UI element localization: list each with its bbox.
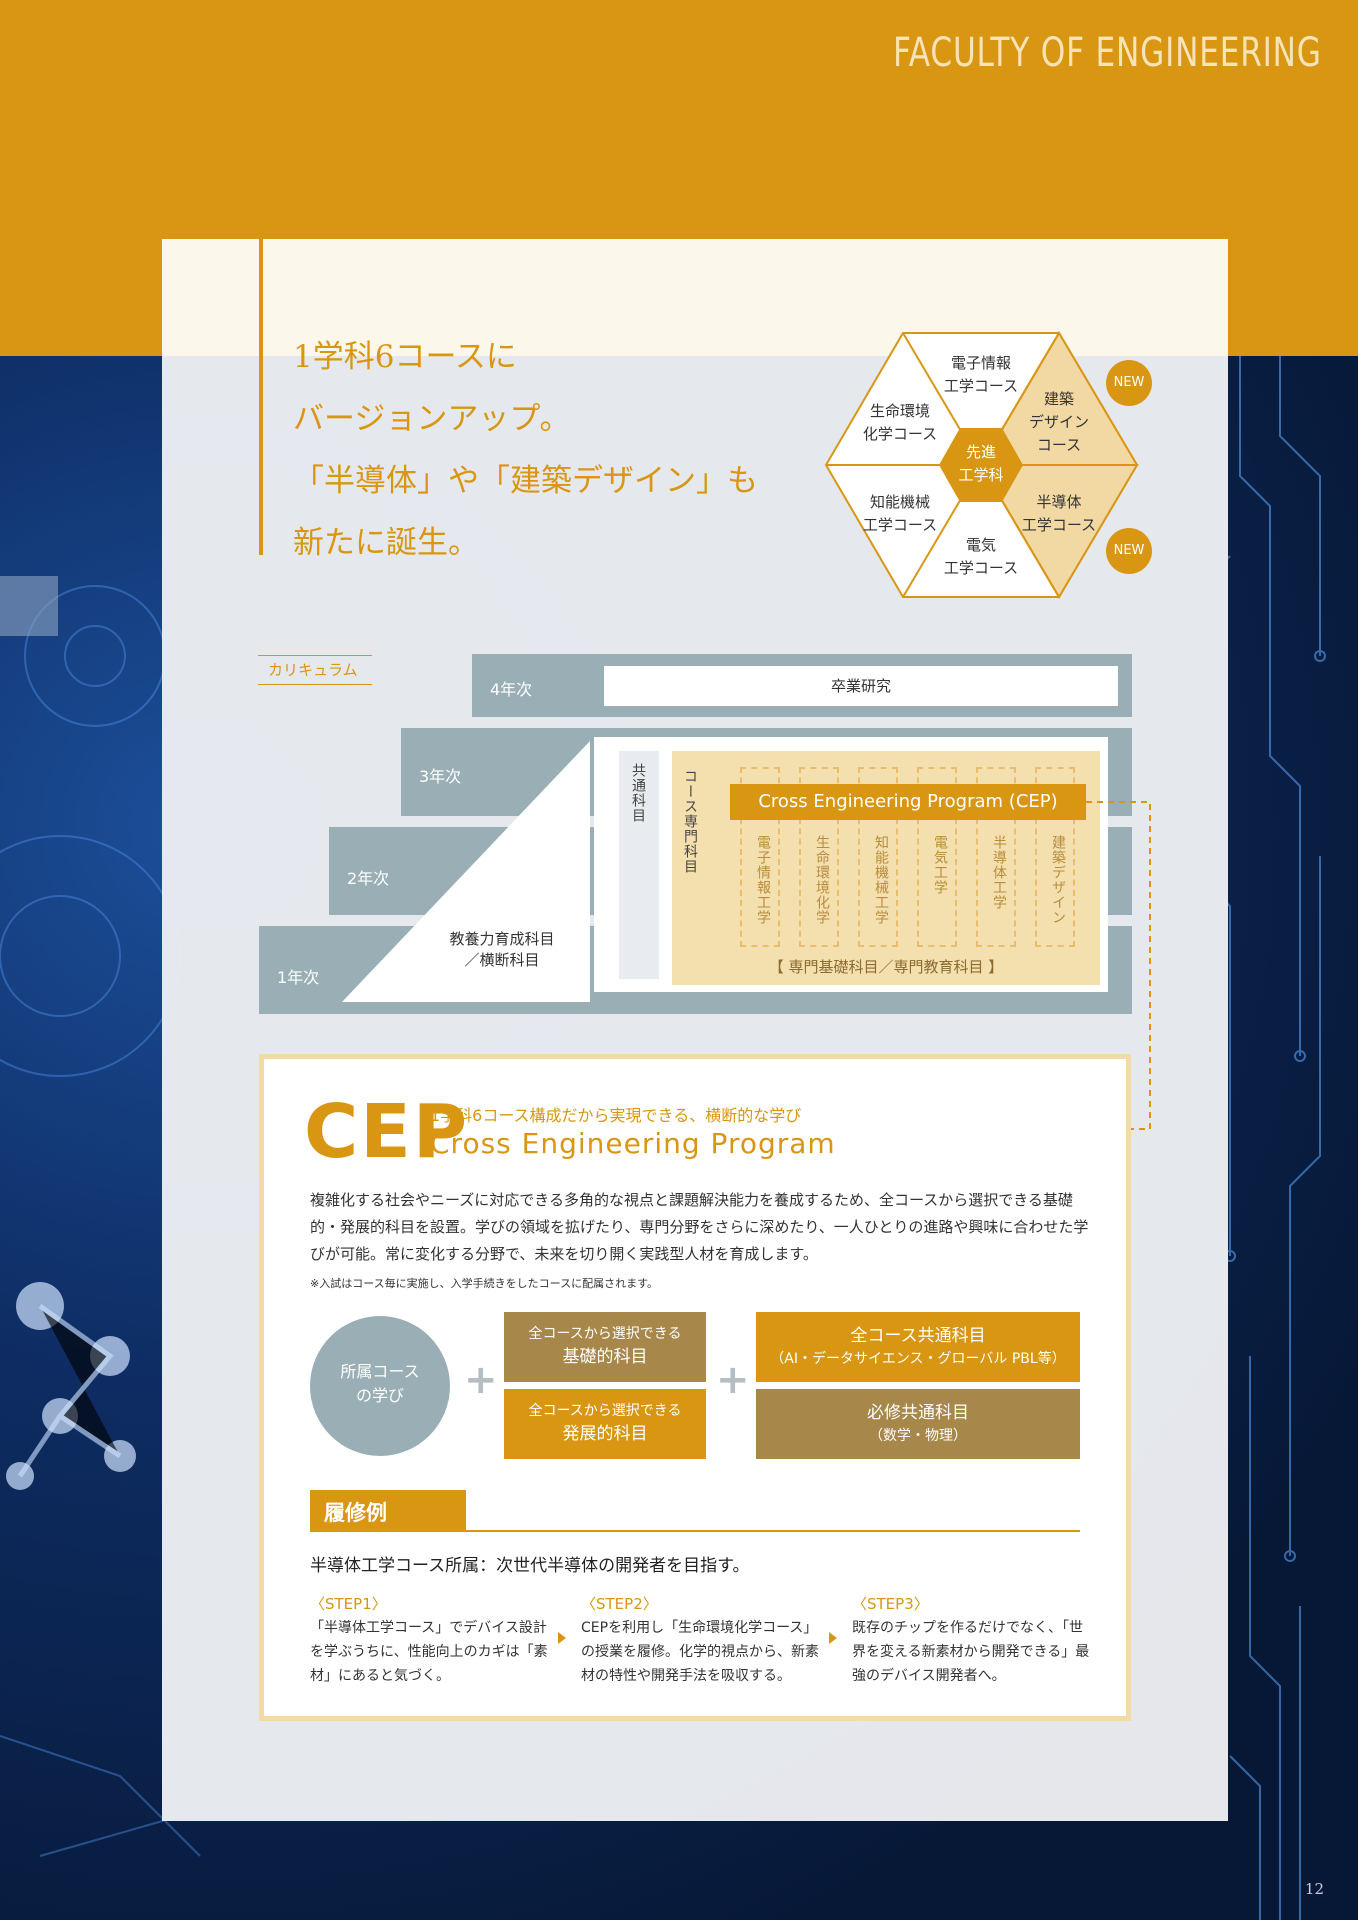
cep-subtitle-english: Cross Engineering Program — [430, 1127, 836, 1160]
hex-course-electrical: 電気工学コース — [943, 536, 1019, 577]
headline-line: 「半導体」や「建築デザイン」も — [293, 463, 758, 499]
required-subjects-box: 必修共通科目（数学・物理） — [756, 1389, 1080, 1459]
cep-description: 複雑化する社会やニーズに対応できる多角的な視点と課題解決能力を養成するため、全コ… — [310, 1191, 1089, 1263]
new-badge-semiconductor: NEW — [1106, 528, 1152, 574]
year-1-label: 1年次 — [277, 968, 320, 987]
step3-text: 既存のチップを作るだけでなく、「世界を変える新素材から開発できる」最強のデバイス… — [852, 1620, 1090, 1684]
faculty-title: FACULTY OF ENGINEERING — [893, 30, 1322, 76]
plus-icon: + — [716, 1357, 750, 1403]
content-panel: 1学科6コースに バージョンアップ。 「半導体」や「建築デザイン」も 新たに誕生… — [162, 239, 1228, 1821]
course-column-electronics: 電子情報工学 — [740, 767, 780, 947]
cep-card: CEP 1学科6コース構成だから実現できる、横断的な学び Cross Engin… — [259, 1054, 1131, 1721]
course-specialty-label: コース専門科目 — [682, 769, 698, 874]
hex-course-architecture: 建築デザインコース — [1028, 390, 1089, 454]
hex-center-label: 先進工学科 — [958, 443, 1004, 484]
course-hexagon: 電子情報工学コース 生命環境化学コース 建築デザインコース 知能機械工学コース … — [824, 330, 1140, 600]
year-4-label: 4年次 — [490, 680, 533, 699]
year-3-label: 3年次 — [419, 767, 462, 786]
headline-line: 1学科6コースに — [293, 339, 517, 375]
hex-course-mechanical: 知能機械工学コース — [862, 493, 938, 534]
general-education-label: 教養力育成科目／横断科目 — [449, 930, 555, 969]
curriculum-tag: カリキュラム — [258, 655, 372, 685]
general-education-triangle — [342, 741, 590, 1002]
cep-program-label: Cross Engineering Program (CEP) — [730, 784, 1086, 820]
arrow-right-icon — [558, 1632, 566, 1644]
arrow-right-icon — [829, 1632, 837, 1644]
common-subjects-column: 共通科目 — [619, 751, 659, 979]
cep-heading: CEP — [304, 1089, 470, 1175]
example-tab: 履修例 — [310, 1490, 466, 1532]
new-badge-architecture: NEW — [1106, 360, 1152, 406]
plus-icon: + — [464, 1357, 498, 1403]
basic-subjects-box: 全コースから選択できる基礎的科目 — [504, 1312, 706, 1382]
advanced-subjects-box: 全コースから選択できる発展的科目 — [504, 1389, 706, 1459]
specialty-subjects-note: 【 専門基礎科目／専門教育科目 】 — [768, 958, 1004, 976]
headline-accent-bar — [259, 239, 263, 555]
graduation-research-box: 卒業研究 — [604, 666, 1118, 706]
page-number: 12 — [1304, 1880, 1324, 1898]
common-subjects-label: 共通科目 — [630, 763, 646, 823]
year-2-label: 2年次 — [347, 869, 390, 888]
hex-course-semiconductor: 半導体工学コース — [1021, 493, 1097, 534]
home-course-circle: 所属コースの学び — [310, 1316, 450, 1456]
circuit-background-illustration — [0, 356, 1326, 1920]
hex-course-electronics: 電子情報工学コース — [943, 354, 1019, 395]
step1-label: 〈STEP1〉 — [310, 1595, 387, 1613]
headline-line: バージョンアップ。 — [293, 401, 571, 437]
common-subjects-box: 全コース共通科目（AI・データサイエンス・グローバル PBL等） — [756, 1312, 1080, 1382]
course-column-mechanical: 知能機械工学 — [858, 767, 898, 947]
cep-note: ※入試はコース毎に実施し、入学手続きをしたコースに配属されます。 — [310, 1277, 659, 1290]
hex-course-life-chemistry: 生命環境化学コース — [862, 402, 938, 443]
course-column-life-chemistry: 生命環境化学 — [799, 767, 839, 947]
example-title: 半導体工学コース所属：次世代半導体の開発者を目指す。 — [310, 1556, 750, 1576]
step1-text: 「半導体工学コース」でデバイス設計を学ぶうちに、性能向上のカギは「素材」にあると… — [310, 1620, 548, 1684]
example-divider — [310, 1530, 1080, 1532]
step2-text: CEPを利用し「生命環境化学コース」の授業を履修。化学的視点から、新素材の特性や… — [581, 1620, 819, 1684]
headline: 1学科6コースに バージョンアップ。 「半導体」や「建築デザイン」も 新たに誕生… — [293, 326, 813, 574]
step2-label: 〈STEP2〉 — [581, 1595, 658, 1613]
hexagon-shape — [824, 331, 1139, 599]
cep-subtitle: 1学科6コース構成だから実現できる、横断的な学び — [430, 1106, 802, 1125]
step3-label: 〈STEP3〉 — [852, 1595, 929, 1613]
headline-line: 新たに誕生。 — [293, 525, 479, 561]
